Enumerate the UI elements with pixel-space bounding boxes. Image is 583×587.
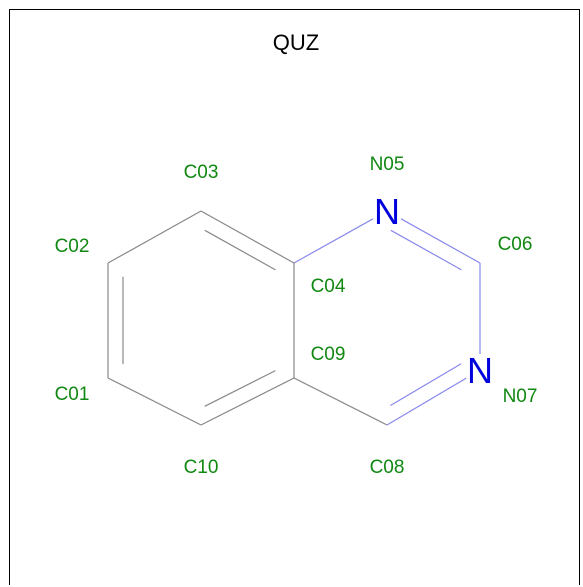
bond-C08-C09 [293, 377, 388, 426]
bond-N07-C08 [386, 377, 467, 426]
atom-label-c02: C02 [55, 236, 90, 257]
bond-C09-C10 [200, 377, 295, 426]
atom-symbol-n07: N [467, 350, 493, 391]
diagram-frame [9, 9, 580, 585]
atom-label-c08: C08 [370, 457, 405, 478]
bond-C03-C04 [200, 210, 295, 264]
atom-label-c04: C04 [311, 276, 346, 297]
bond-N05-C06 [400, 218, 481, 264]
atom-label-c10: C10 [184, 457, 219, 478]
bond-C09-C10-inner [204, 370, 276, 407]
atom-label-c03: C03 [184, 162, 219, 183]
bonds-layer [107, 210, 481, 426]
bond-N07-C08-inner [390, 363, 462, 407]
bond-C02-C03 [107, 210, 202, 264]
atom-symbol-n05: N [374, 191, 400, 232]
atom-label-c09: C09 [311, 344, 346, 365]
bond-C04-N05 [293, 218, 374, 264]
bond-C03-C04-inner [204, 229, 276, 271]
atom-label-c01: C01 [55, 384, 90, 405]
atom-symbols-layer: NN [374, 191, 493, 391]
molecule-title: QUZ [273, 30, 319, 55]
atom-label-c06: C06 [498, 234, 533, 255]
atom-label-n05: N05 [370, 154, 405, 175]
atom-label-n07: N07 [503, 386, 538, 407]
bond-C10-C01 [107, 377, 202, 426]
bond-N05-C06-inner [390, 229, 462, 271]
